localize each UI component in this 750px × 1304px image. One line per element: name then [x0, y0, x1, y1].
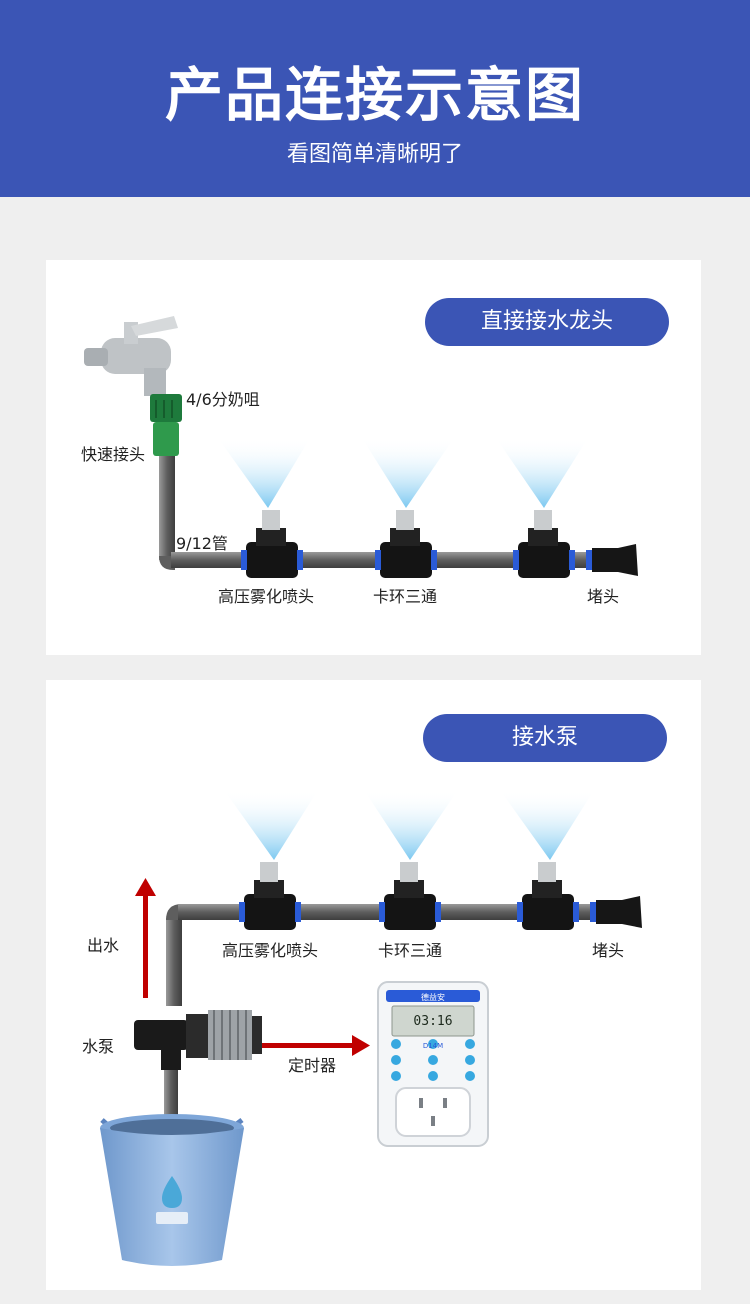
tee-fitting [517, 862, 579, 930]
tee-fitting [513, 510, 575, 578]
timer-device-icon: 德益安 03:16 D14M [377, 981, 489, 1147]
header-banner: 产品连接示意图 看图简单清晰明了 [0, 0, 750, 197]
tee-label: 卡环三通 [373, 587, 438, 606]
page-title: 产品连接示意图 [164, 61, 585, 129]
end-plug-icon [586, 544, 638, 576]
timer-time-readout: 03:16 [413, 1014, 452, 1029]
tee-fitting [375, 510, 437, 578]
timer-brand-text: 德益安 [421, 992, 445, 1002]
nozzle-label: 高压雾化喷头 [222, 941, 319, 960]
plug-label: 堵头 [592, 941, 625, 960]
page-subtitle: 看图简单清晰明了 [286, 142, 463, 167]
quick-connector-label: 快速接头 [81, 445, 146, 464]
tee-fitting [379, 862, 441, 930]
pump-mode-pill: 接水泵 [423, 714, 667, 762]
faucet-connection-panel: 直接接水龙头 4/6分奶咀 快速接头 9/12管 高压雾化喷头 卡环三通 堵头 [46, 260, 701, 655]
tee-fitting [241, 510, 303, 578]
quick-connector-icon [150, 394, 182, 456]
timer-model-text: D14M [423, 1042, 443, 1050]
faucet-mode-pill: 直接接水龙头 [425, 298, 669, 346]
tee-fitting [239, 862, 301, 930]
timer-arrow-icon [262, 1035, 370, 1056]
spray-cone [500, 790, 594, 860]
adapter-label: 4/6分奶咀 [186, 390, 260, 409]
spray-cone [496, 438, 588, 508]
pump-label: 水泵 [82, 1037, 115, 1056]
outflow-label: 出水 [87, 936, 120, 955]
nozzle-label: 高压雾化喷头 [218, 587, 315, 606]
end-plug-icon [590, 896, 642, 928]
pipe-label: 9/12管 [176, 534, 228, 553]
spray-cone [362, 438, 454, 508]
faucet-icon [84, 316, 178, 396]
timer-label: 定时器 [288, 1056, 337, 1075]
pump-connection-panel: 德益安 03:16 D14M 接水泵 高压雾化喷头 卡环三通 堵头 出水 水泵 … [46, 680, 701, 1290]
water-pump-icon [134, 1010, 262, 1070]
tee-label: 卡环三通 [378, 941, 443, 960]
plug-label: 堵头 [587, 587, 620, 606]
pump-diagram: 德益安 03:16 D14M [100, 790, 642, 1266]
spray-cone [224, 790, 318, 860]
water-bucket-icon [100, 1114, 244, 1266]
spray-cone [364, 790, 458, 860]
outflow-arrow-icon [135, 878, 156, 998]
spray-cone [218, 438, 310, 508]
faucet-diagram [84, 316, 638, 578]
